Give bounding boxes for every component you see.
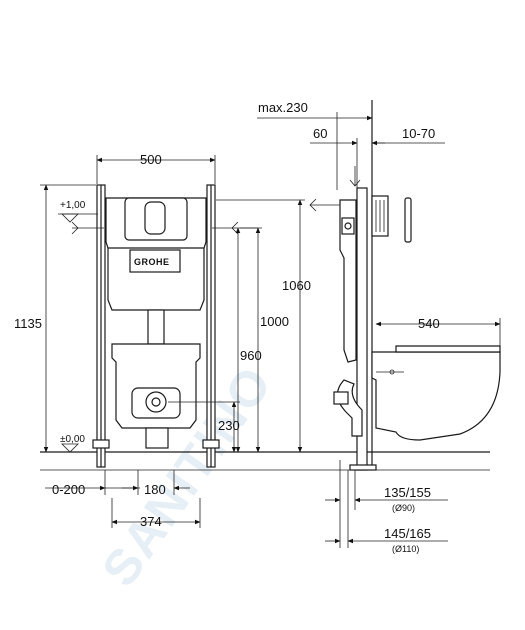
side-dim-540: 540 (375, 316, 501, 346)
front-dim-500: 500 (96, 152, 216, 184)
dim-374-label: 374 (140, 514, 162, 529)
dim-500-label: 500 (140, 152, 162, 167)
front-dim-1060: 1060 (216, 199, 311, 453)
front-dim-374: 374 (111, 498, 201, 529)
brand-logo: GROHE (134, 257, 170, 267)
dim-135-155-label: 135/155 (384, 485, 431, 500)
floor (40, 451, 490, 471)
level-floor-label: ±0,00 (60, 434, 85, 445)
dim-1000-label: 1000 (260, 314, 289, 329)
side-dim-max230: max.230 (257, 100, 373, 190)
dim-1135-label: 1135 (14, 316, 42, 331)
dim-1060-label: 1060 (282, 278, 311, 293)
dim-145-165-label: 145/165 (384, 526, 431, 541)
dim-diam-110-label: (Ø110) (392, 544, 419, 554)
front-dim-0-200: 0-200 (45, 470, 140, 497)
side-dim-pipe-110: 145/165 (Ø110) (325, 470, 448, 554)
front-dim-180: 180 (122, 470, 190, 497)
dim-540-label: 540 (418, 316, 440, 331)
level-top-label: +1,00 (60, 200, 86, 211)
front-view-frame: GROHE (71, 184, 239, 468)
level-marks: +1,00 ±0,00 (58, 200, 98, 453)
dim-10-70-label: 10-70 (402, 126, 435, 141)
dim-180-label: 180 (144, 482, 166, 497)
front-dim-1135: 1135 (14, 184, 96, 453)
front-dim-230: 230 (168, 401, 240, 453)
side-dim-60: 60 (310, 126, 385, 188)
dim-diam-90-label: (Ø90) (392, 503, 415, 513)
front-dim-960: 960 (235, 227, 262, 453)
side-view-frame (309, 100, 501, 471)
dim-max230-label: max.230 (258, 100, 308, 115)
dim-960-label: 960 (240, 348, 262, 363)
dim-230-label: 230 (218, 418, 240, 433)
dim-0-200-label: 0-200 (52, 482, 85, 497)
side-dim-10-70: 10-70 (371, 126, 445, 146)
dim-60-label: 60 (313, 126, 327, 141)
side-dim-pipe-90: 135/155 (Ø90) (325, 460, 448, 548)
